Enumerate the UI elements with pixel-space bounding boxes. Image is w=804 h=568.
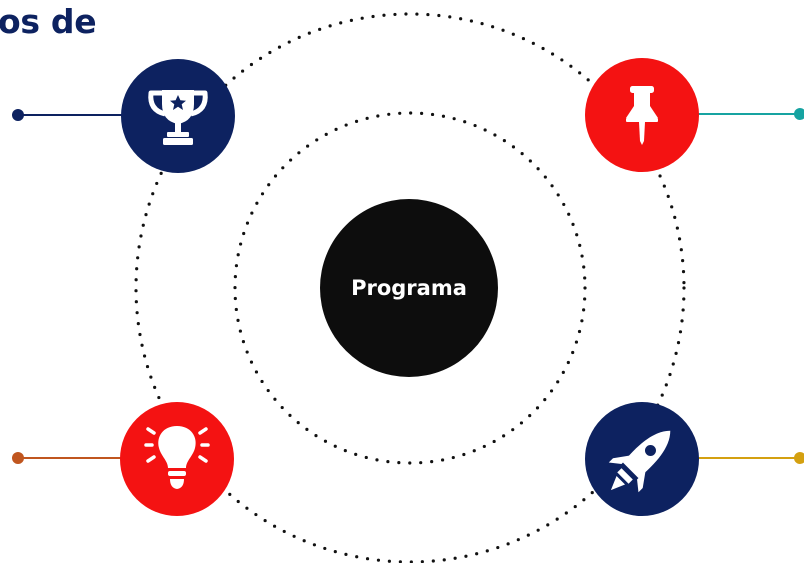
connectors — [12, 108, 804, 464]
rocket-connector-dot — [794, 452, 804, 464]
lightbulb-connector-dot — [12, 452, 24, 464]
trophy-icon — [148, 90, 208, 145]
rocket-node — [585, 402, 699, 516]
lightbulb-icon — [144, 426, 210, 489]
trophy-connector-dot — [12, 109, 24, 121]
pushpin-icon — [626, 86, 658, 145]
trophy-node — [121, 59, 235, 173]
rocket-icon — [608, 430, 671, 493]
outer-dotted-ring — [134, 12, 686, 564]
inner-dotted-ring — [233, 111, 587, 465]
center-label: Programa — [351, 276, 467, 300]
pushpin-connector-dot — [794, 108, 804, 120]
lightbulb-node — [120, 402, 234, 516]
center-circle — [320, 199, 498, 377]
page-title: os de — [0, 2, 97, 41]
pushpin-node — [585, 58, 699, 172]
